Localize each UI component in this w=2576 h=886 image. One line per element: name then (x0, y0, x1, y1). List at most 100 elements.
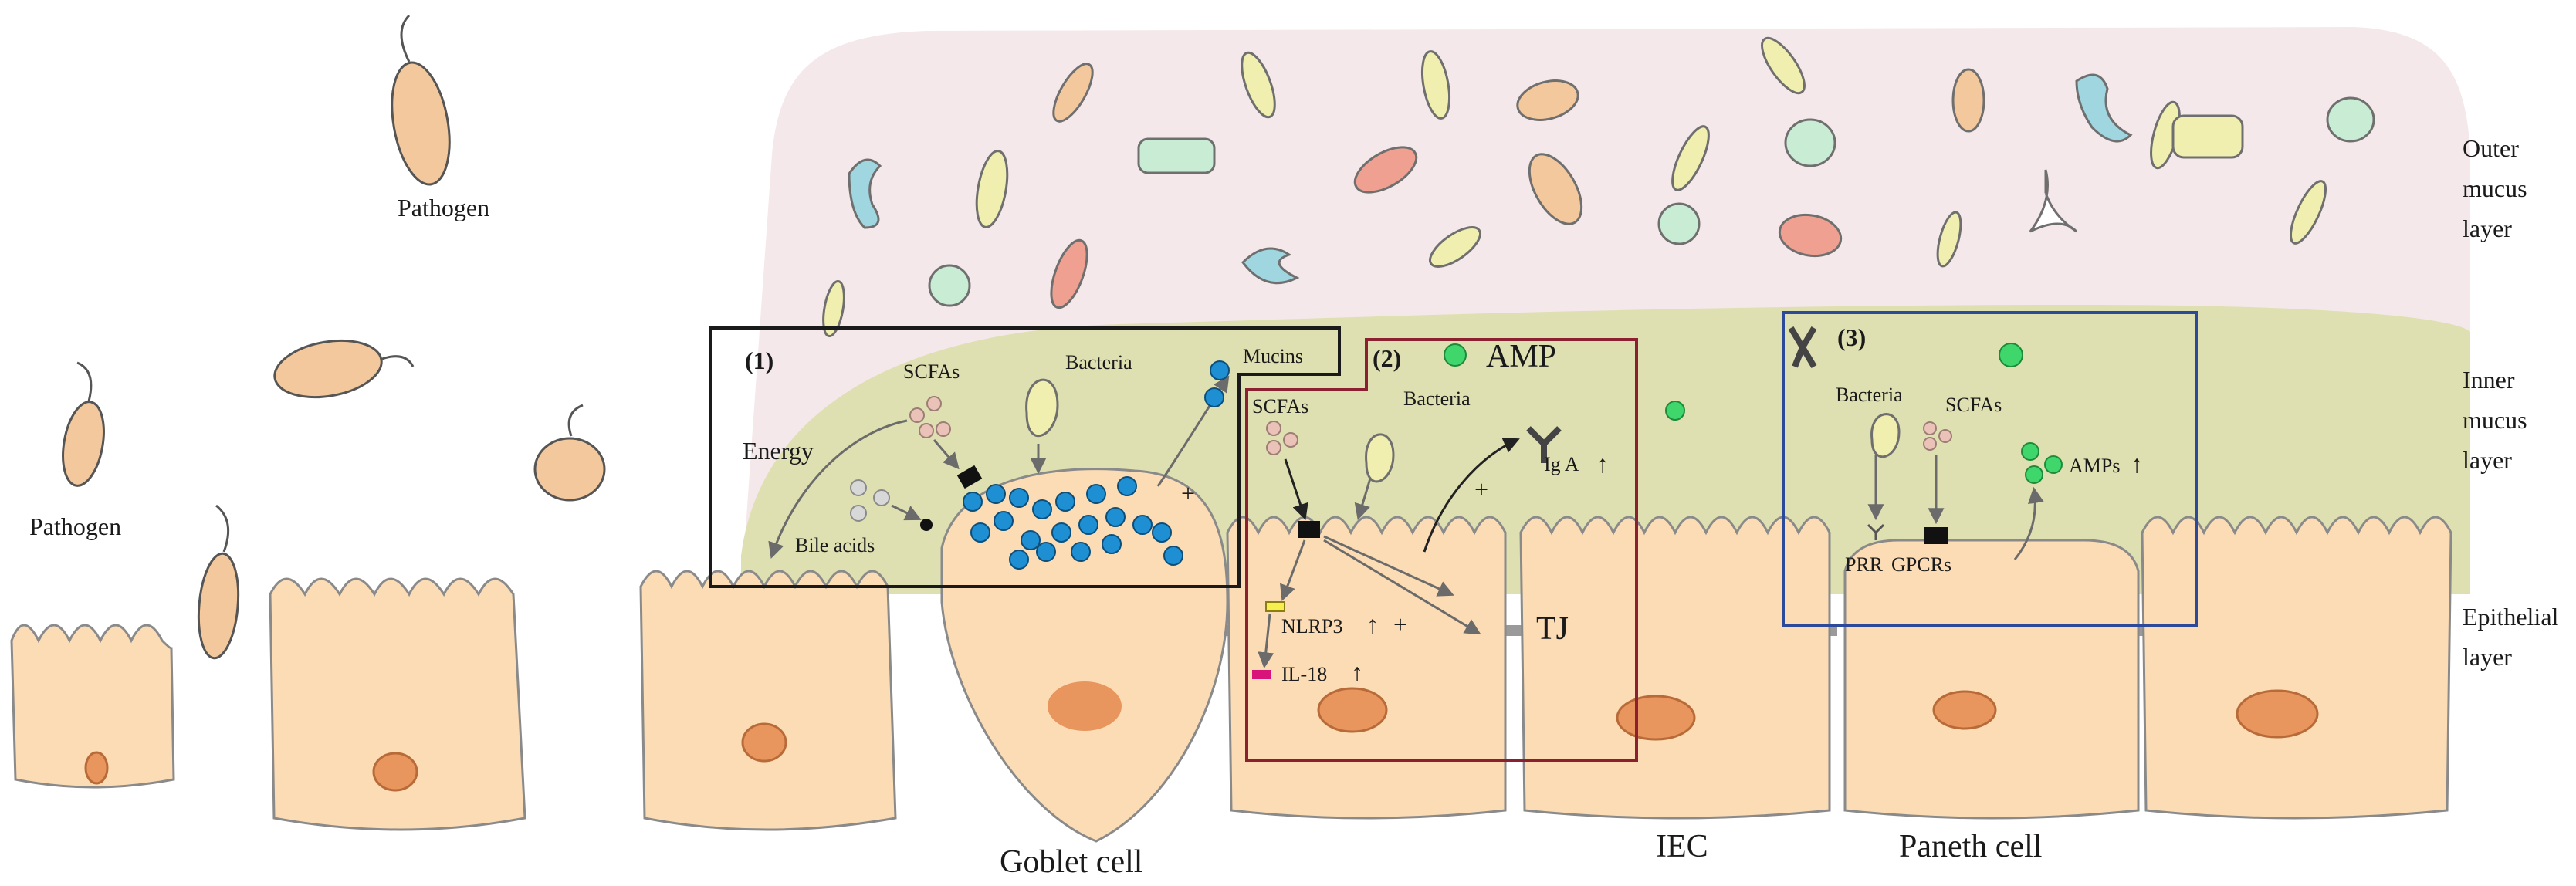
panel-1-scfa-dots (909, 396, 951, 438)
mucin-dot (1051, 522, 1071, 543)
panel-1-number: (1) (745, 347, 773, 374)
panel-3-amps-label: AMPs (2069, 455, 2120, 477)
mucin-dot (963, 492, 983, 512)
epithelial-cell-8 (2141, 516, 2452, 820)
panel-1-arrows (768, 375, 1230, 559)
panel-2-scfa-dots (1266, 421, 1298, 455)
panel-1-receptor (956, 465, 983, 489)
panel-2-receptor (1298, 521, 1320, 538)
panel-3: (3) Bacteria SCFAs AMPs ↑ PRR GPCRs (1782, 311, 2198, 627)
panel-3-bacterium (1870, 413, 1901, 458)
inner-layer-label-1: Inner (2463, 366, 2515, 394)
outer-layer-label-3: layer (2463, 215, 2512, 242)
inner-layer-label-3: layer (2463, 446, 2512, 474)
outer-bacteria (822, 36, 2375, 338)
panel-2-iga-icon (1526, 426, 1562, 463)
panel-1-bile-acids-label: Bile acids (795, 534, 875, 556)
panel-2-plus-1: + (1474, 475, 1488, 503)
panel-2-nlrp3-label: NLRP3 (1281, 615, 1342, 637)
panel-3-bacteria-label: Bacteria (1836, 384, 1903, 406)
panel-3-gpcrs-label: GPCRs (1891, 553, 1951, 576)
mucin-dot (1071, 542, 1091, 562)
panel-3-border (1782, 311, 2198, 627)
panel-2-amp-label: AMP (1486, 339, 1556, 374)
panel-2-il18-marker (1252, 670, 1271, 679)
panel-1-bile-acid-dots (850, 479, 890, 522)
mucin-dot (986, 484, 1006, 504)
cell-nuclei (84, 681, 2319, 792)
panel-1-mucins-label: Mucins (1243, 345, 1303, 367)
panel-1-scfas-label: SCFAs (903, 360, 960, 383)
epithelial-cell-5 (1226, 516, 1507, 820)
mucin-dot (1132, 515, 1153, 535)
outer-layer-label-2: mucus (2463, 174, 2527, 202)
mucin-dot (1009, 488, 1029, 508)
iec-label: IEC (1656, 829, 1708, 864)
inner-layer-label-2: mucus (2463, 406, 2527, 434)
pathogens (62, 14, 606, 660)
panel-2-nlrp3-marker (1265, 601, 1285, 612)
panel-2-arrows (1258, 438, 1520, 669)
mucin-dot (1021, 530, 1041, 550)
panel-1-border (709, 326, 1341, 588)
mucin-dot (1036, 542, 1056, 562)
pathogen-label-2: Pathogen (29, 512, 121, 540)
panel-1-bile-receptor (920, 519, 933, 531)
panel-1-energy-label: Energy (743, 437, 814, 465)
mucin-dot (1086, 484, 1106, 504)
epithelial-cell-3 (639, 570, 897, 831)
paneth-cell (1843, 539, 2140, 820)
panel-1: (1) SCFAs Bacteria Mucins Energy Bile ac… (709, 326, 1341, 588)
panel-2-border (1245, 338, 1638, 762)
panel-2-amp-dot-2 (1665, 401, 1685, 421)
panel-3-scfas-label: SCFAs (1945, 394, 2002, 416)
panel-2-nlrp3-up: ↑ (1366, 610, 1379, 638)
mucin-dot (970, 522, 990, 543)
panel-2-plus-2: + (1393, 610, 1407, 638)
panel-2-scfas-label: SCFAs (1252, 395, 1308, 418)
mucin-dot (1210, 360, 1230, 380)
panel-2-bacterium (1365, 433, 1395, 483)
panel-2-iga-label: Ig A (1544, 453, 1579, 475)
panel-2-amp-dot (1444, 343, 1467, 367)
panel-3-prr-icon (1867, 523, 1885, 540)
paneth-cell-label: Paneth cell (1899, 829, 2042, 864)
panel-3-amp-dots (2021, 442, 2063, 484)
panel-2-iga-up: ↑ (1596, 450, 1609, 478)
mucin-dot (994, 511, 1014, 531)
panel-3-arrows (1867, 455, 2044, 560)
goblet-cell-label: Goblet cell (1000, 844, 1142, 880)
epithelial-cell-1 (10, 624, 175, 789)
epithelial-layer-label-1: Epithelial (2463, 603, 2559, 631)
pathogen-label-1: Pathogen (398, 194, 489, 222)
panel-3-antibody-icon (1788, 326, 1817, 369)
epithelial-cell-2 (269, 577, 526, 831)
mucin-dot (1105, 507, 1126, 527)
mucin-dot (1032, 499, 1052, 519)
mucin-dot (1055, 492, 1075, 512)
mucin-dot (1117, 476, 1137, 496)
mucin-dot (1204, 387, 1224, 407)
panel-2-bacteria-label: Bacteria (1403, 387, 1471, 410)
iec-cell (1519, 516, 1831, 820)
panel-2-il18-label: IL-18 (1281, 663, 1327, 685)
panel-3-gpcr-receptor (1924, 527, 1948, 544)
mucin-dot (1078, 515, 1098, 535)
panel-3-amps-up: ↑ (2131, 450, 2143, 478)
mucin-dot (1009, 550, 1029, 570)
panel-2-tj-label: TJ (1536, 611, 1569, 647)
panel-2: (2) AMP SCFAs Bacteria Ig A ↑ + NLRP3 ↑ … (1245, 338, 1685, 762)
panel-1-mucin-dots (963, 360, 1230, 570)
mucin-dot (1102, 534, 1122, 554)
epithelial-layer-label-2: layer (2463, 643, 2512, 671)
panel-1-plus: + (1181, 479, 1195, 507)
panel-2-number: (2) (1373, 344, 1401, 372)
panel-3-amp-dot (1999, 343, 2023, 367)
outer-layer-label-1: Outer (2463, 134, 2519, 162)
panel-3-number: (3) (1837, 323, 1866, 351)
panel-2-il18-up: ↑ (1351, 658, 1363, 686)
panel-3-scfa-dots (1923, 421, 1952, 451)
panel-3-prr-label: PRR (1845, 553, 1884, 576)
panel-1-bacteria-label: Bacteria (1065, 351, 1132, 374)
